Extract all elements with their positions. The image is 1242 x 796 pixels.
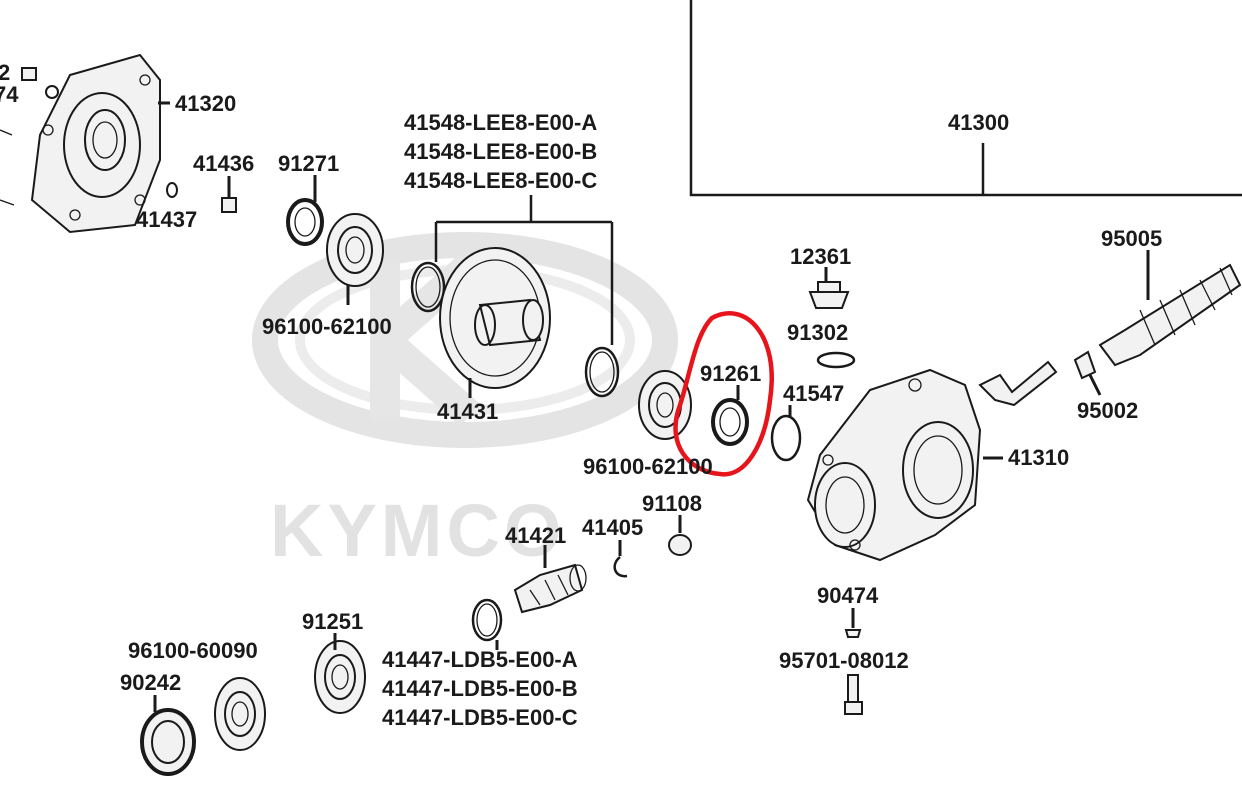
bearing-96100-60090: [214, 677, 266, 751]
nut-91108: [668, 534, 692, 556]
label-41310: 41310: [1008, 445, 1069, 470]
shim-41548-right: [584, 346, 620, 398]
label-91271: 91271: [278, 151, 339, 176]
seal-91261: [711, 398, 749, 446]
label-41320: 41320: [175, 91, 236, 116]
ring-41437: [166, 182, 178, 198]
label-91251: 91251: [302, 609, 363, 634]
shim-41447: [471, 598, 503, 642]
label-96100-62100-left: 96100-62100: [262, 314, 392, 339]
plug-12361: [808, 281, 850, 309]
o-ring-91302: [816, 351, 856, 369]
label-90474: 90474: [817, 583, 879, 608]
leader-95002: [1088, 374, 1102, 396]
label-41548-c: 41548-LEE8-E00-C: [404, 168, 597, 193]
highlight-circle: [673, 311, 774, 477]
label-41431: 41431: [437, 399, 498, 424]
label-96100-62100-mid: 96100-62100: [583, 454, 713, 479]
shim-41548-left: [410, 261, 446, 313]
label-12361: 12361: [790, 244, 851, 269]
label-91302: 91302: [787, 320, 848, 345]
label-41547: 41547: [783, 381, 844, 406]
bearing-96100-62100-mid: [638, 370, 692, 440]
seal-90242: [140, 708, 196, 776]
washer-74: [45, 85, 59, 99]
label-95005: 95005: [1101, 226, 1162, 251]
label-91261: 91261: [700, 361, 761, 386]
clip-41405: [613, 556, 628, 578]
label-41548-b: 41548-LEE8-E00-B: [404, 139, 597, 164]
bearing-96100-62100-left: [326, 213, 384, 287]
label-2: 2: [0, 60, 10, 85]
label-74: 74: [0, 82, 19, 107]
boot-95005: [1098, 263, 1242, 367]
label-41447-a: 41447-LDB5-E00-A: [382, 647, 578, 672]
bracket-41548: [434, 195, 614, 345]
label-41447-c: 41447-LDB5-E00-C: [382, 705, 578, 730]
gear-case-41310: [806, 368, 982, 562]
label-41436: 41436: [193, 151, 254, 176]
bolt-2: [21, 67, 37, 81]
fitting-95002: [1073, 350, 1097, 380]
breather-pipe: [978, 360, 1058, 407]
plug-41436: [221, 197, 237, 213]
watermark-brand: KYMCO: [270, 489, 565, 572]
pinion-41421: [513, 563, 587, 614]
bracket-41300: [689, 0, 1242, 197]
label-41548-a: 41548-LEE8-E00-A: [404, 110, 597, 135]
label-95002: 95002: [1077, 398, 1138, 423]
label-41300: 41300: [948, 110, 1009, 135]
label-41421: 41421: [505, 523, 566, 548]
label-91108: 91108: [642, 491, 702, 516]
ring-gear-41431: [439, 247, 551, 389]
label-41437: 41437: [136, 207, 197, 232]
label-41405: 41405: [582, 515, 643, 540]
label-96100-60090: 96100-60090: [128, 638, 258, 663]
bearing-91251: [314, 640, 366, 714]
bolt-95701-08012: [844, 674, 863, 715]
label-95701-08012: 95701-08012: [779, 648, 909, 673]
cover-41320: [0, 53, 161, 234]
shim-41547: [770, 414, 802, 462]
label-41447-b: 41447-LDB5-E00-B: [382, 676, 578, 701]
seal-91271: [286, 198, 324, 246]
washer-90474: [844, 629, 862, 638]
label-90242: 90242: [120, 670, 181, 695]
